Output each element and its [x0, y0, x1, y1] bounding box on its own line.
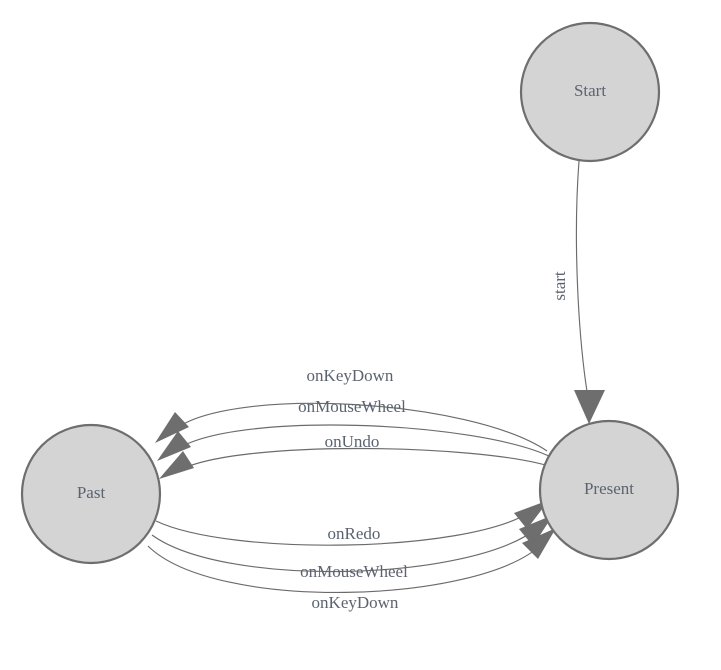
- arrowhead-into-past-2: [157, 431, 191, 461]
- arrowhead-into-present-start: [574, 390, 605, 424]
- edge-label-present-past-onundo: onUndo: [325, 432, 380, 451]
- edge-start-to-present[interactable]: start: [550, 160, 605, 424]
- edge-label-past-present-onmousewheel: onMouseWheel: [300, 562, 408, 581]
- edge-present-to-past-onkeydown[interactable]: onKeyDown: [155, 366, 548, 452]
- edge-label-present-past-onmousewheel: onMouseWheel: [298, 397, 406, 416]
- edge-path-past-present-3: [147, 544, 542, 593]
- edge-past-to-present-onmousewheel[interactable]: onMouseWheel: [151, 515, 553, 581]
- node-past-label: Past: [77, 483, 106, 502]
- edge-path-past-present-1: [155, 511, 531, 546]
- edge-label-past-present-onkeydown: onKeyDown: [312, 593, 399, 612]
- node-start-label: Start: [574, 81, 606, 100]
- edge-path-past-present-2: [151, 528, 537, 573]
- edge-present-to-past-onmousewheel[interactable]: onMouseWheel: [157, 397, 552, 461]
- edge-label-present-past-onkeydown: onKeyDown: [307, 366, 394, 385]
- node-start-circle: [519, 21, 661, 163]
- edge-label-past-present-onredo: onRedo: [328, 524, 381, 543]
- edge-label-start: start: [550, 271, 569, 301]
- node-present[interactable]: Present: [538, 419, 680, 561]
- edge-present-to-past-onundo[interactable]: onUndo: [159, 432, 550, 479]
- arrowhead-into-past-1: [155, 412, 189, 443]
- edge-past-to-present-onkeydown[interactable]: onKeyDown: [147, 528, 556, 612]
- arrowhead-into-present-1: [514, 500, 549, 529]
- edge-path-start-present: [575, 160, 590, 405]
- node-past-circle: [20, 423, 162, 565]
- edge-path-present-past-3: [179, 447, 550, 471]
- edge-path-present-past-1: [173, 402, 548, 452]
- node-present-label: Present: [584, 479, 634, 498]
- node-past[interactable]: Past: [20, 423, 162, 565]
- edge-past-to-present-onredo[interactable]: onRedo: [155, 500, 549, 546]
- arrowhead-into-past-3: [159, 451, 194, 479]
- node-present-circle: [538, 419, 680, 561]
- edge-path-present-past-2: [175, 424, 552, 458]
- node-start[interactable]: Start: [519, 21, 661, 163]
- arrowhead-into-present-2: [519, 515, 553, 546]
- arrowhead-into-present-3: [522, 528, 556, 559]
